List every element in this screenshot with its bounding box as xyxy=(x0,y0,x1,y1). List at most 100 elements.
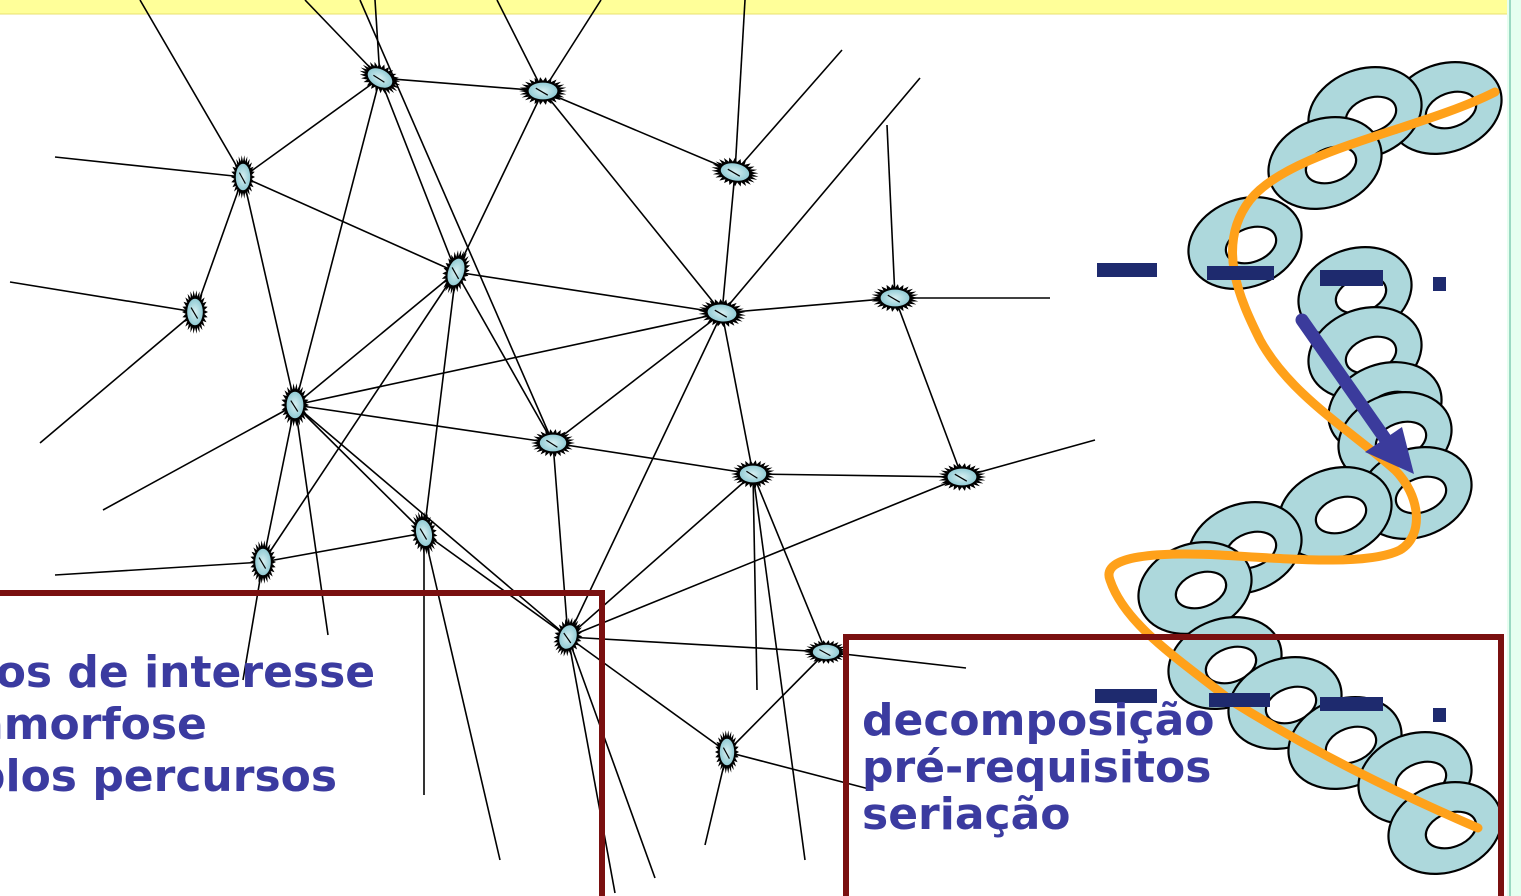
network-edge xyxy=(242,176,457,273)
network-edge xyxy=(542,0,602,92)
network-edge xyxy=(294,312,723,406)
network-node-icon xyxy=(231,155,255,199)
network-edge xyxy=(567,636,827,653)
network-node-icon xyxy=(281,383,309,427)
network-edge xyxy=(567,476,963,638)
network-edge xyxy=(262,404,296,563)
network-edge xyxy=(552,442,569,638)
network-node-icon xyxy=(698,298,746,328)
network-edge xyxy=(726,751,874,791)
network-edge xyxy=(542,90,723,314)
network-edge xyxy=(54,156,244,178)
network-nodes xyxy=(182,61,986,774)
right-caption-line: pré-requisitos xyxy=(862,742,1212,793)
network-edge xyxy=(726,651,827,753)
network-edge xyxy=(39,311,196,444)
network-node-icon xyxy=(711,157,759,187)
network-edge xyxy=(721,312,754,475)
network-edge xyxy=(567,473,754,638)
network-edge xyxy=(242,77,381,178)
network-edge xyxy=(752,473,827,653)
network-edge xyxy=(54,561,264,576)
network-edge xyxy=(567,636,616,894)
network-edge xyxy=(552,312,723,444)
network-edge xyxy=(294,404,329,636)
left-caption-line: ros de interesse xyxy=(0,647,376,698)
network-edge xyxy=(423,532,501,861)
network-edge xyxy=(886,124,896,299)
ring-chain xyxy=(1137,61,1503,875)
network-edges xyxy=(9,0,1096,894)
network-edge xyxy=(552,442,754,475)
network-edge xyxy=(721,77,921,314)
network-node-icon xyxy=(359,61,401,95)
left-caption-line: amorfose xyxy=(0,699,207,750)
network-edge xyxy=(294,404,569,638)
network-node-icon xyxy=(182,290,208,334)
network-node-icon xyxy=(410,511,438,555)
network-edge xyxy=(242,176,296,406)
chain-ring-icon xyxy=(1277,466,1393,560)
right-caption: decomposição pré-requisitos seriação xyxy=(862,697,1215,838)
network-edge xyxy=(542,90,736,173)
top-band xyxy=(0,0,1507,14)
network-edge xyxy=(139,0,244,178)
network-edge xyxy=(194,176,244,313)
chain-ring-icon xyxy=(1137,541,1253,635)
network-edge xyxy=(455,271,554,444)
network-edge xyxy=(567,636,656,879)
network-node-icon xyxy=(731,460,775,488)
network-edge xyxy=(455,271,723,314)
network-edge xyxy=(455,90,544,273)
network-edge xyxy=(721,171,736,314)
network-edge xyxy=(752,473,806,861)
network-edge xyxy=(262,271,457,563)
network-node-icon xyxy=(871,284,919,312)
chain-ring-icon xyxy=(1187,196,1303,290)
network-node-icon xyxy=(553,617,583,657)
network-edge xyxy=(359,0,554,444)
dash-marks-top xyxy=(1097,263,1446,291)
network-edge xyxy=(294,404,425,534)
left-caption-line: plos percursos xyxy=(0,751,338,802)
arrow-icon xyxy=(1295,313,1414,474)
network-edge xyxy=(294,404,554,444)
network-edge xyxy=(567,636,728,753)
network-edge xyxy=(294,77,381,406)
right-frame xyxy=(843,634,1504,896)
left-caption: ros de interesse amorfose plos percursos xyxy=(0,647,375,803)
network-node-icon xyxy=(804,640,848,664)
network-edge xyxy=(379,77,457,273)
network-node-icon xyxy=(250,540,276,584)
network-edge xyxy=(102,404,296,511)
network-edge xyxy=(379,77,544,92)
network-node-icon xyxy=(715,730,739,774)
network-edge xyxy=(262,532,425,563)
network-edge xyxy=(9,281,196,313)
dash-marks-bottom xyxy=(1095,689,1446,722)
network-edge xyxy=(734,0,746,173)
network-edge xyxy=(423,271,457,534)
network-node-icon xyxy=(519,77,567,105)
left-frame xyxy=(0,590,605,896)
network-node-icon xyxy=(531,429,575,457)
network-edge xyxy=(294,271,457,406)
right-caption-line: seriação xyxy=(862,789,1071,840)
right-caption-line: decomposição xyxy=(862,695,1215,746)
orange-path-curve xyxy=(1104,87,1500,833)
network-node-icon xyxy=(441,249,471,295)
network-edge xyxy=(567,312,723,638)
network-edge xyxy=(894,297,963,478)
network-edge xyxy=(242,561,264,681)
network-node-icon xyxy=(938,463,986,491)
network-edge xyxy=(825,651,967,669)
network-edge xyxy=(752,473,963,478)
network-edge xyxy=(496,0,544,92)
network-edge xyxy=(721,297,896,314)
network-edge xyxy=(752,473,758,691)
network-edge xyxy=(734,49,843,173)
network-edge xyxy=(961,439,1096,478)
network-edge xyxy=(423,532,569,638)
